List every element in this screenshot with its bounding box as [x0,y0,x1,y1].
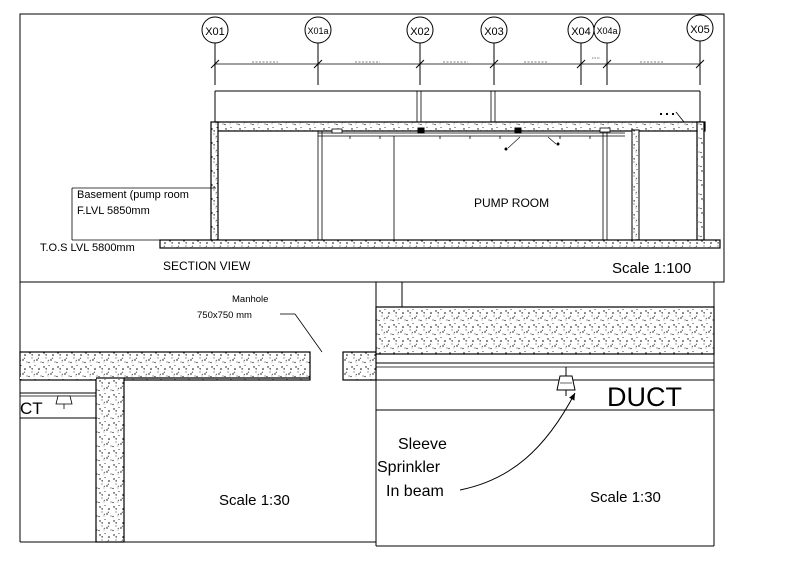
gridline-label-x02: X02 [410,26,430,38]
duct-fragment-left: CT [20,392,96,419]
detail-right-panel: DUCT Sleeve Sprinkler In beam Scale 1:30 [375,282,715,547]
floor-slab [159,239,721,249]
sprinkler-pipe-run [318,127,625,151]
sprinkler-in-beam-icon [556,367,576,396]
upper-frame [214,90,701,122]
basement-level-label: Basement (pump room [77,189,189,201]
sleeve-label: Sleeve [398,436,447,453]
sleeve-leader-arrow [459,392,576,491]
dimension-line [210,57,705,69]
wall-right [696,121,705,247]
gridline-x02: X02 [406,16,434,85]
slab-right-stub [342,351,377,381]
tos-level-label: T.O.S LVL 5800mm [40,242,135,254]
level-marker [71,187,216,241]
slab-left [19,351,311,381]
manhole-leader [280,313,323,353]
duct-fragment-label: CT [20,399,43,418]
gridline-x05: X05 [686,14,714,85]
gridline-label-x01: X01 [205,26,225,38]
sprinkler-label: Sprinkler [377,459,441,476]
duct-label: DUCT [607,382,682,412]
gridline-x03: X03 [480,16,508,85]
scale-label-detail-left: Scale 1:30 [219,492,290,509]
section-view-panel: X01 X01a X02 X03 X04 [19,13,725,283]
gridline-label-x04: X04 [571,26,591,38]
in-beam-label: In beam [386,483,444,500]
gridline-x01: X01 [201,16,229,85]
sprinkler-head-icon [55,395,73,405]
gridline-label-x05: X05 [690,24,710,36]
wall-inner [631,129,640,243]
manhole-size-label: 750x750 mm [197,310,252,321]
scale-label-detail-right: Scale 1:30 [590,489,661,506]
gridline-x01a: X01a [304,16,332,85]
slab-concrete-right [375,306,715,355]
gridline-label-x03: X03 [484,26,504,38]
pump-room-label: PUMP ROOM [474,196,549,210]
wall-left [210,121,219,247]
scale-label-section: Scale 1:100 [612,260,691,277]
manhole-label: Manhole [232,294,268,305]
interior-partitions [317,131,608,240]
gridline-label-x04a: X04a [596,26,617,36]
detail-left-panel: CT Manhole 750x750 mm Scale 1:30 [19,282,377,543]
gridline-label-x01a: X01a [307,26,328,36]
gridline-bubbles: X01 X01a X02 X03 X04 [201,14,714,85]
gridline-x04a: X04a [593,16,621,85]
floor-level-label: F.LVL 5850mm [77,205,150,217]
beam-column [95,377,125,543]
gridline-x04: X04 [567,16,595,85]
section-view-title: SECTION VIEW [163,259,251,273]
